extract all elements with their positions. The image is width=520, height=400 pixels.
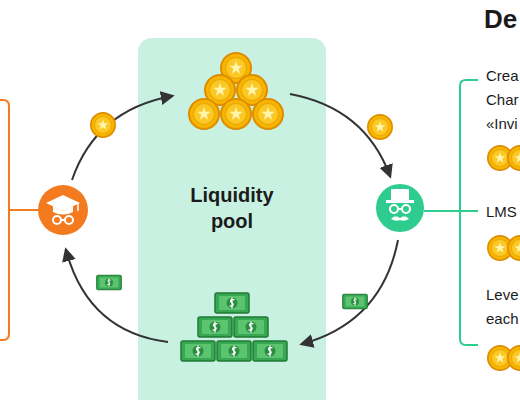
cash-stack (181, 293, 287, 361)
investor-icon (376, 184, 424, 232)
pool-title: Liquidity pool (177, 182, 287, 234)
coin-pyramid (189, 53, 283, 129)
reward-label: Crea Char «Invi (486, 64, 519, 136)
diagram-title: De (484, 4, 517, 34)
student-icon (38, 185, 88, 235)
reward-label: Leve each (486, 283, 519, 331)
flow-tokens (91, 113, 392, 309)
reward-label: LMS (486, 200, 517, 224)
reward-coins (488, 146, 520, 370)
left-bracket (0, 100, 40, 340)
cycle-arrows (66, 94, 398, 344)
right-bracket (424, 80, 478, 345)
